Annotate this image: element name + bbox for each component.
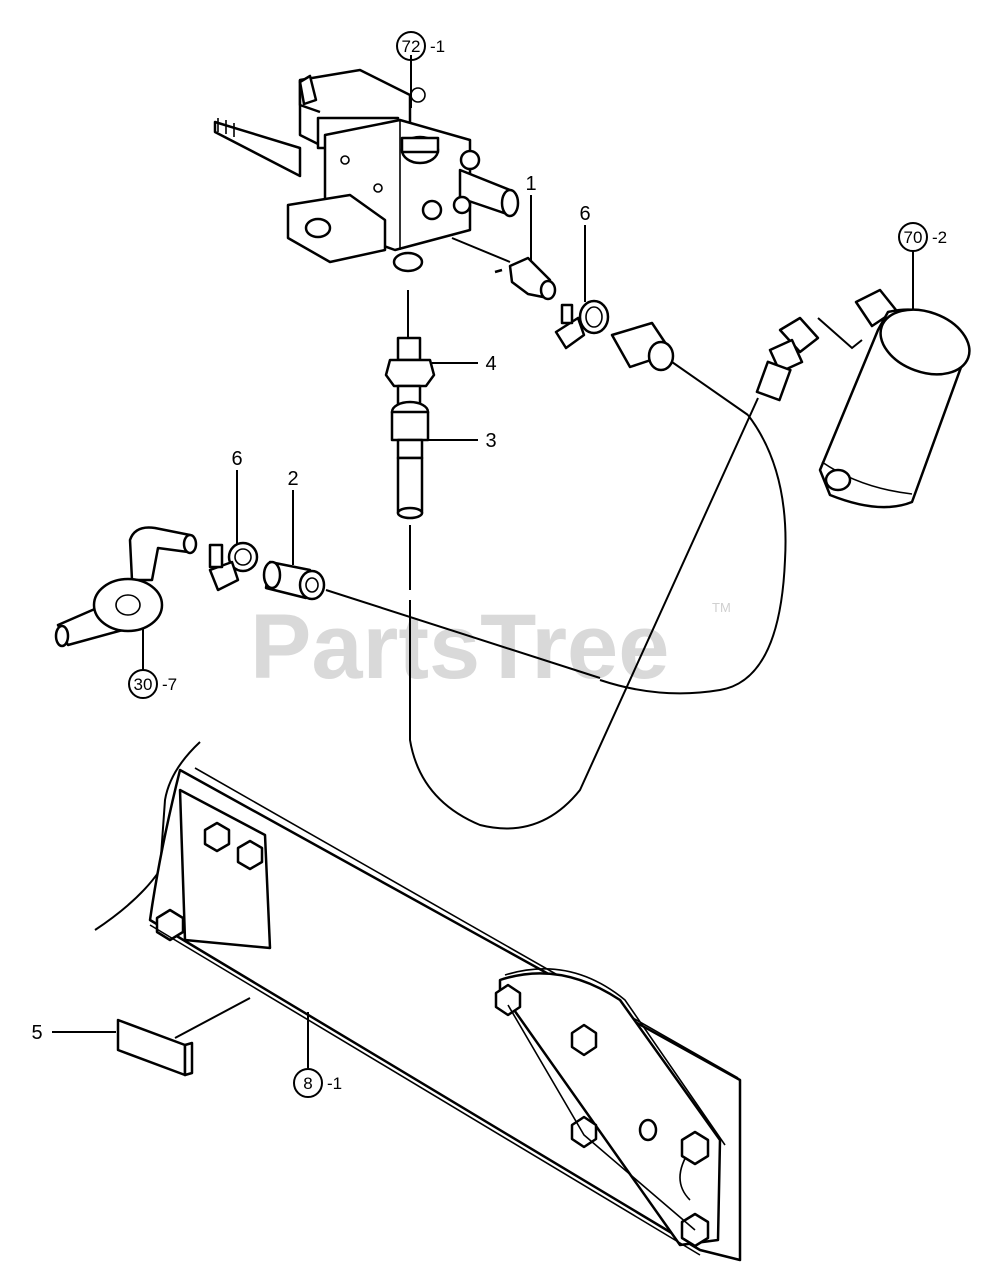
banjo-elbow-30-7[interactable] (54, 526, 198, 648)
callout-30-7[interactable]: 30 -7 (128, 669, 177, 699)
accumulator-70-2[interactable] (818, 298, 978, 509)
watermark-text: PartsTree (250, 596, 669, 698)
accumulator-fitting[interactable] (755, 288, 898, 402)
callout-suffix: -1 (430, 37, 445, 56)
part-label-3[interactable]: 3 (485, 430, 496, 452)
hose-clamp-6-lower[interactable] (208, 541, 259, 592)
callout-72-1[interactable]: 72 -1 (396, 31, 445, 61)
fitting-1[interactable] (451, 237, 557, 301)
part-label-4[interactable]: 4 (485, 353, 496, 375)
frame-bracket-8-1[interactable] (94, 268, 742, 1262)
watermark-trademark: TM (712, 600, 731, 615)
leader-lines (52, 55, 914, 1068)
control-valve[interactable] (213, 68, 520, 273)
callout-suffix: -7 (162, 675, 177, 694)
callout-suffix: -2 (932, 228, 947, 247)
adapter-4[interactable] (384, 336, 436, 406)
part-label-5[interactable]: 5 (31, 1022, 42, 1044)
callout-ref: 30 (134, 675, 153, 694)
callout-ref: 8 (303, 1074, 312, 1093)
part-label-1[interactable]: 1 (525, 173, 536, 195)
callout-suffix: -1 (327, 1074, 342, 1093)
decal-5[interactable] (116, 997, 251, 1077)
part-label-2[interactable]: 2 (287, 468, 298, 490)
hose-clamp-6-upper[interactable] (554, 299, 610, 350)
hose-2[interactable] (262, 560, 326, 601)
tube-fitting-3[interactable] (390, 400, 430, 520)
callout-ref: 70 (904, 228, 923, 247)
hydraulic-lines (325, 397, 787, 830)
callout-ref: 72 (402, 37, 421, 56)
part-label-6-upper[interactable]: 6 (579, 203, 590, 225)
callout-8-1[interactable]: 8 -1 (293, 1068, 342, 1098)
part-label-6-lower[interactable]: 6 (231, 448, 242, 470)
hose-upper[interactable] (610, 321, 749, 416)
callout-70-2[interactable]: 70 -2 (898, 222, 947, 252)
bolt (155, 821, 710, 1248)
